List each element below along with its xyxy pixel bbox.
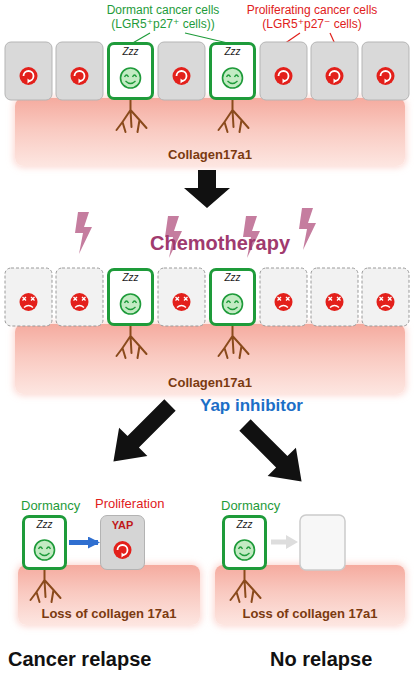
- dormant-cell: Zzz: [209, 42, 256, 100]
- callout-label: Proliferating cancer cells (LGR5⁺p27⁻ ce…: [228, 3, 396, 31]
- dead-cell: [260, 268, 307, 326]
- dead-cell: [56, 268, 103, 326]
- dead-cell: [5, 268, 52, 326]
- faded-cell: [300, 515, 345, 570]
- treatment-label: Chemotherapy: [150, 232, 290, 255]
- leader-line: [330, 33, 335, 44]
- dormant-cell: Zzz: [209, 268, 256, 326]
- node-heading: Proliferation: [95, 496, 164, 511]
- dormant-cell: DormancyZzz: [22, 515, 67, 570]
- outcome-label: Cancer relapse: [8, 648, 151, 671]
- dormant-cell: DormancyZzz: [222, 515, 267, 570]
- proliferating-cell: [311, 42, 358, 100]
- leader-line: [284, 33, 300, 44]
- sleep-text: Zzz: [25, 519, 64, 530]
- block-arrow: [99, 391, 184, 476]
- sleep-text: Zzz: [212, 272, 253, 283]
- faint-arrow-head: [286, 535, 298, 549]
- lightning-bolt: [75, 212, 92, 254]
- band-text: Collagen17a1: [15, 147, 405, 162]
- band-text: Collagen17a1: [15, 375, 405, 390]
- sleep-text: Zzz: [225, 519, 264, 530]
- collagen-band: Collagen17a1: [15, 324, 405, 394]
- proliferating-cell: [56, 42, 103, 100]
- callout-label: Dormant cancer cells (LGR5⁺p27⁺ cells)): [96, 3, 230, 31]
- outcome-label: No relapse: [270, 648, 372, 671]
- lightning-bolt: [299, 208, 316, 250]
- proliferating-cell: [158, 42, 205, 100]
- dead-cell: [158, 268, 205, 326]
- dormant-cell: Zzz: [107, 42, 154, 100]
- collagen-band: Collagen17a1: [15, 98, 405, 166]
- transition-arrow: [69, 540, 98, 545]
- collagen-band: Loss of collagen 17a1: [18, 565, 200, 625]
- dormant-cell: Zzz: [107, 268, 154, 326]
- node-heading: Dormancy: [221, 498, 280, 513]
- block-arrow: [184, 170, 230, 208]
- dead-cell: [311, 268, 358, 326]
- cell-text: YAP: [101, 519, 144, 531]
- treatment-label: Yap inhibitor: [200, 396, 303, 416]
- faint-arrow: [271, 540, 288, 545]
- sleep-text: Zzz: [110, 272, 151, 283]
- dead-cell: [362, 268, 409, 326]
- proliferating-cell: [260, 42, 307, 100]
- proliferating-cell: [5, 42, 52, 100]
- band-text: Loss of collagen 17a1: [18, 606, 200, 621]
- sleep-text: Zzz: [110, 46, 151, 57]
- node-heading: Dormancy: [21, 498, 80, 513]
- yap-cell: ProliferationYAP: [100, 515, 145, 570]
- band-text: Loss of collagen 17a1: [215, 606, 405, 621]
- collagen-band: Loss of collagen 17a1: [215, 565, 405, 625]
- proliferating-cell: [362, 42, 409, 100]
- block-arrow: [231, 411, 316, 496]
- sleep-text: Zzz: [212, 46, 253, 57]
